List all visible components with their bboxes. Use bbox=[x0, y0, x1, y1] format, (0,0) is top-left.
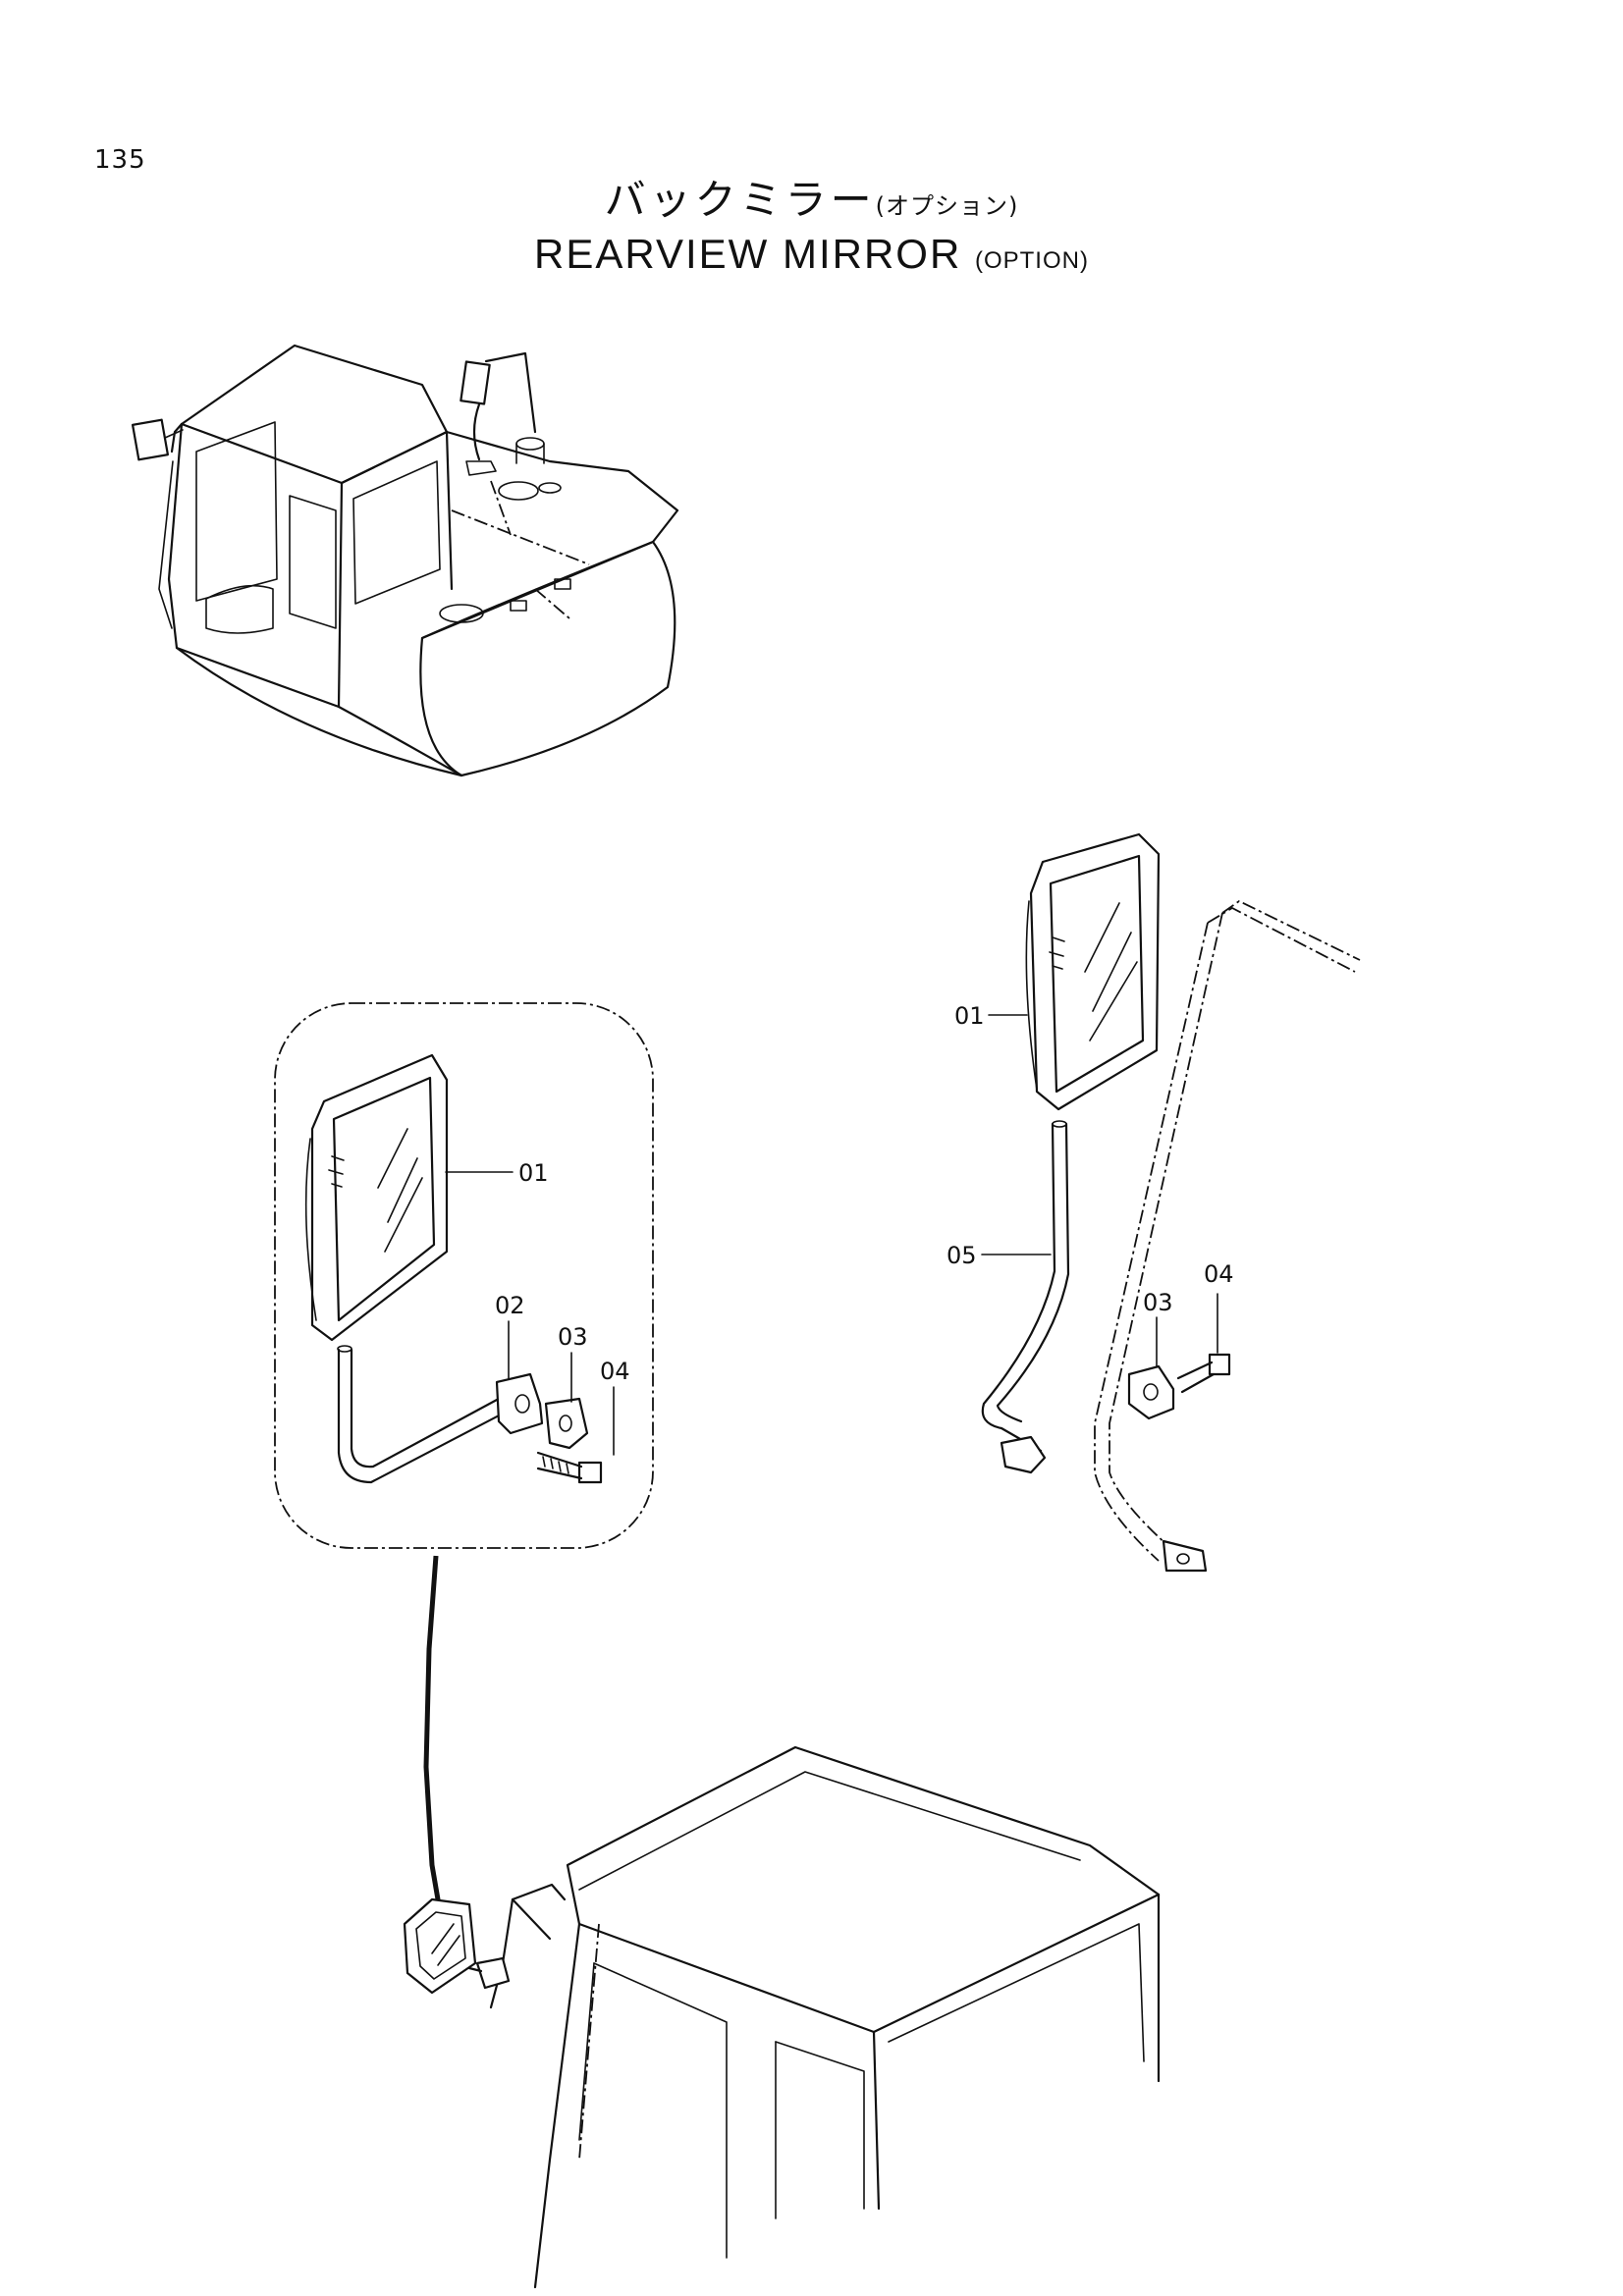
excavator-overview-illustration bbox=[132, 344, 679, 777]
right-clamp-and-bolt-illustration bbox=[1127, 1353, 1231, 1420]
title-en-main: REARVIEW MIRROR bbox=[534, 231, 962, 277]
right-stay-illustration bbox=[981, 1120, 1070, 1474]
callout-right-05: 05 bbox=[947, 1242, 977, 1269]
detail-stay-assembly bbox=[337, 1345, 603, 1484]
detail-mirror-illustration bbox=[304, 1053, 449, 1342]
title-jp-sub: (オプション) bbox=[875, 192, 1019, 220]
detail-leader-lines bbox=[445, 1171, 615, 1456]
callout-right-04: 04 bbox=[1204, 1260, 1234, 1288]
title-english: REARVIEW MIRROR (OPTION) bbox=[0, 231, 1623, 278]
callout-right-03: 03 bbox=[1143, 1289, 1173, 1316]
callout-right-01: 01 bbox=[954, 1002, 985, 1030]
callout-detail-03: 03 bbox=[558, 1323, 588, 1351]
right-mirror-illustration bbox=[1025, 832, 1161, 1111]
title-en-sub: (OPTION) bbox=[974, 247, 1089, 274]
title-japanese: バックミラー(オプション) bbox=[0, 167, 1623, 227]
right-handrail-illustration bbox=[1094, 899, 1361, 1573]
cab-closeup-illustration bbox=[403, 1745, 1161, 2289]
right-leader-lines bbox=[981, 1014, 1218, 1367]
callout-detail-02: 02 bbox=[495, 1292, 525, 1319]
callout-detail-04: 04 bbox=[600, 1358, 630, 1385]
page-title: バックミラー(オプション) REARVIEW MIRROR (OPTION) bbox=[0, 167, 1623, 278]
page-number: 135 bbox=[94, 145, 146, 175]
title-jp-main: バックミラー bbox=[604, 176, 876, 224]
detail-view-enclosure bbox=[274, 1002, 654, 1549]
detail-reference-pointer bbox=[423, 1555, 447, 1935]
callout-detail-01: 01 bbox=[518, 1159, 549, 1187]
